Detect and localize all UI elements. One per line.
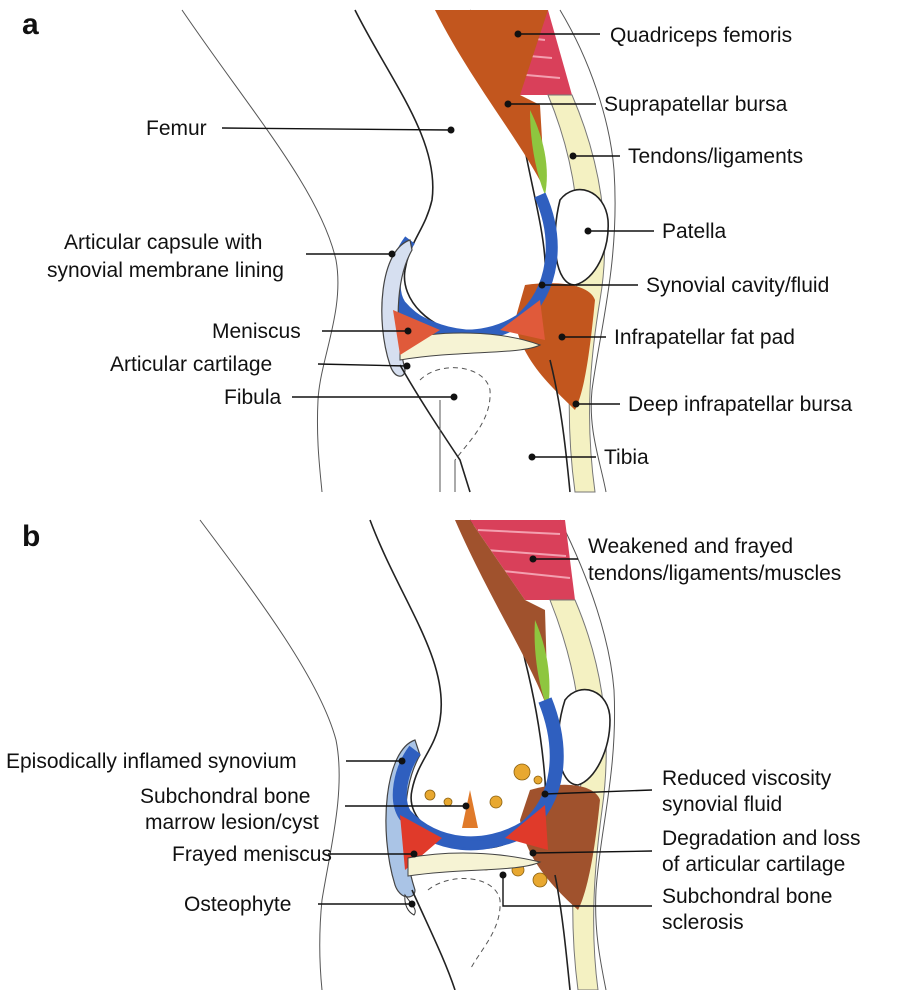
label-frayed-meniscus: Frayed meniscus bbox=[172, 843, 418, 866]
label-capsule: Articular capsule with synovial membrane… bbox=[47, 231, 396, 282]
suprapatellar-bursa bbox=[435, 10, 548, 190]
tibia-outline bbox=[400, 360, 570, 492]
fibula-outline-b bbox=[428, 879, 500, 970]
svg-text:Articular cartilage: Articular cartilage bbox=[110, 353, 272, 376]
svg-text:Deep infrapatellar bursa: Deep infrapatellar bursa bbox=[628, 393, 852, 416]
svg-text:Patella: Patella bbox=[662, 220, 727, 243]
panel-a: a Qu bbox=[22, 8, 852, 492]
fibula-shaft bbox=[440, 400, 455, 492]
svg-text:tendons/ligaments/muscles: tendons/ligaments/muscles bbox=[588, 562, 841, 585]
svg-text:Weakened and frayed: Weakened and frayed bbox=[588, 535, 793, 558]
label-inflamed-synovium: Episodically inflamed synovium bbox=[6, 750, 406, 773]
svg-text:Articular capsule with: Articular capsule with bbox=[64, 231, 262, 254]
svg-text:Suprapatellar bursa: Suprapatellar bursa bbox=[604, 93, 788, 116]
label-suprapatellar-bursa: Suprapatellar bursa bbox=[505, 93, 788, 116]
svg-text:synovial membrane lining: synovial membrane lining bbox=[47, 259, 284, 282]
label-tendons: Tendons/ligaments bbox=[570, 145, 804, 168]
label-cartilage: Articular cartilage bbox=[110, 353, 411, 376]
svg-text:Meniscus: Meniscus bbox=[212, 320, 301, 343]
svg-text:Subchondral bone: Subchondral bone bbox=[662, 885, 832, 908]
svg-text:sclerosis: sclerosis bbox=[662, 911, 744, 934]
label-femur: Femur bbox=[146, 117, 455, 140]
svg-text:Tendons/ligaments: Tendons/ligaments bbox=[628, 145, 803, 168]
svg-text:Osteophyte: Osteophyte bbox=[184, 893, 291, 916]
svg-text:of articular cartilage: of articular cartilage bbox=[662, 853, 845, 876]
svg-text:Fibula: Fibula bbox=[224, 386, 282, 409]
svg-text:marrow lesion/cyst: marrow lesion/cyst bbox=[145, 811, 319, 834]
label-deep-bursa: Deep infrapatellar bursa bbox=[573, 393, 853, 416]
panel-b-letter: b bbox=[22, 520, 40, 553]
svg-text:Reduced viscosity: Reduced viscosity bbox=[662, 767, 832, 790]
label-fibula: Fibula bbox=[224, 386, 458, 409]
tibia-outline-b bbox=[412, 875, 570, 990]
svg-text:Synovial cavity/fluid: Synovial cavity/fluid bbox=[646, 274, 829, 297]
panel-b: b bbox=[6, 520, 860, 990]
label-weakened: Weakened and frayed tendons/ligaments/mu… bbox=[530, 535, 842, 585]
svg-text:Femur: Femur bbox=[146, 117, 207, 140]
svg-text:Infrapatellar fat pad: Infrapatellar fat pad bbox=[614, 326, 795, 349]
svg-text:synovial fluid: synovial fluid bbox=[662, 793, 782, 816]
svg-text:Tibia: Tibia bbox=[604, 446, 649, 469]
svg-text:Episodically inflamed synovium: Episodically inflamed synovium bbox=[6, 750, 297, 773]
label-meniscus: Meniscus bbox=[212, 320, 412, 343]
svg-text:Frayed meniscus: Frayed meniscus bbox=[172, 843, 332, 866]
panel-a-letter: a bbox=[22, 8, 39, 41]
label-osteophyte: Osteophyte bbox=[184, 893, 416, 916]
svg-text:Degradation and loss: Degradation and loss bbox=[662, 827, 860, 850]
svg-text:Subchondral bone: Subchondral bone bbox=[140, 785, 310, 808]
svg-text:Quadriceps femoris: Quadriceps femoris bbox=[610, 24, 792, 47]
